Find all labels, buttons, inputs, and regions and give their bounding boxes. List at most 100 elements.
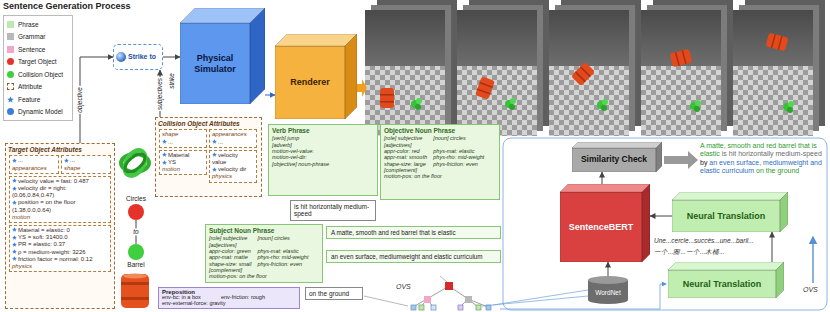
text-row: velocity dir (212, 166, 254, 173)
drawing-part (424, 296, 431, 303)
render-arrow (357, 79, 367, 97)
label-text: position = on the floor (1.38,0.0,0.64) (12, 199, 76, 212)
drawing-part (733, 0, 825, 136)
sentence-part: is hit horizontally medium-speed (722, 150, 822, 157)
text-row: Material = elastic: 0 (12, 227, 108, 234)
legend-swatch (7, 21, 14, 28)
label-text: Physical Simulator (194, 53, 236, 73)
output-arrow (664, 151, 698, 169)
translation-box: Neural Translation (672, 192, 788, 232)
label-text: phys-mat: elastic (257, 248, 298, 254)
label-text: phys-rho: mid-weight (433, 154, 484, 160)
text-row: Neural Translation (683, 279, 762, 289)
label-text: WordNet (595, 289, 621, 296)
label-text: velocity dir = right: (0.06,0.84,0.47) (12, 185, 67, 198)
feature-star (212, 167, 217, 172)
text-row: motion-pos: on the floor (384, 173, 496, 179)
drawing-part (122, 151, 148, 176)
text-row: [role] subjective (209, 235, 257, 241)
drawing-part (457, 0, 549, 136)
feature-star (12, 249, 17, 254)
label-text: shape (64, 165, 80, 171)
legend-box: PhraseGrammarSentenceTarget ObjectCollis… (3, 15, 73, 121)
drawing-part (588, 276, 628, 284)
label-text: [adverb] (272, 142, 292, 148)
attribute-box: MaterialYSmotion (159, 150, 207, 176)
label-text: phys-rho: mid-weight (257, 254, 308, 260)
connector-arrow (602, 172, 603, 184)
label-text: YS = soft: 31400.0 (18, 234, 68, 240)
text-row: phys-rho: mid-weight (433, 154, 496, 160)
sentence-part: on the ground (756, 167, 799, 174)
phrase-text-box: on the ground (305, 287, 363, 300)
feature-star (12, 200, 17, 205)
text-row: [adjectives] (209, 242, 319, 248)
label-text: [verb] jump (272, 135, 299, 141)
label-text: [role] subjective (209, 235, 247, 241)
label-text: Neural Translation (683, 279, 762, 289)
drawing-part (672, 200, 780, 232)
label-text: motion (12, 214, 30, 220)
text-row: YS (162, 159, 204, 166)
attribute-box: Material = elastic: 0YS = soft: 31400.0P… (9, 225, 111, 272)
drawing-part (440, 276, 447, 282)
label-text: is hit horizontally medium-speed (294, 203, 369, 217)
drawing-part (365, 0, 457, 136)
label-text: [objective] noun-phrase (272, 161, 329, 167)
drawing-part (642, 184, 650, 262)
legend-row: Grammar (7, 31, 69, 44)
drawing-part (180, 23, 250, 104)
drawing-part (812, 237, 813, 283)
drawing-part (670, 49, 693, 68)
drawing-part (668, 262, 784, 270)
text-row: phys-rho: mid-weight (257, 254, 319, 260)
connector-label: objective (76, 86, 83, 114)
feature-star (162, 160, 167, 165)
sentence-part: by (700, 159, 707, 166)
feature-star (12, 242, 17, 247)
label-text: appr-color: red (384, 148, 420, 154)
label-text: env-bc: in a box (162, 294, 201, 300)
label-text: Subject Noun Phrase (209, 227, 274, 234)
annotation-label: Une...cercle...succès...une...baril... (654, 237, 754, 244)
drawing-part (733, 0, 825, 136)
feature-star (64, 158, 69, 163)
text-row: shape (64, 165, 108, 172)
circles-object-image (120, 146, 150, 179)
feature-star (7, 96, 14, 102)
text-row: appr-color: red (384, 148, 433, 154)
drawing-part (588, 296, 628, 304)
label-text: Material (168, 152, 189, 158)
text-row: physics (212, 173, 254, 180)
text-row: [complement] (384, 167, 496, 173)
drawing-part (549, 0, 641, 136)
label-text: velocity value = fast: 0.487 (18, 178, 89, 184)
label-text: Material = elastic: 0 (18, 227, 70, 233)
database-cylinder: WordNet (588, 276, 628, 304)
legend-row: Feature (7, 93, 69, 106)
drawing-part (572, 142, 662, 148)
drawing-part (672, 192, 788, 200)
drawing-part (365, 0, 457, 136)
text-row: an even surface, mediumweight and elasti… (331, 253, 496, 260)
text-row: physics (12, 263, 108, 270)
text-row: shape-size: large (384, 161, 433, 167)
text-row: is hit horizontally medium-speed (294, 203, 372, 218)
renderer-cube: Renderer (275, 34, 357, 119)
target-object-circle: Circles (128, 204, 144, 220)
label-text: Renderer (290, 77, 330, 87)
drawing-part (588, 280, 628, 300)
label-text: Neural Translation (687, 211, 766, 221)
legend-row: Attribute (7, 81, 69, 94)
label-text: env-external-force: gravity (162, 300, 226, 306)
label-text: motion (162, 166, 180, 172)
text-row: [noun] circles (433, 135, 496, 141)
text-row: motion-pos: on the floor (209, 273, 319, 279)
feature-star (212, 152, 217, 157)
label-text: motion-vel-value: (272, 148, 314, 154)
label-text: appr-color: green (209, 248, 251, 254)
drawing-part (549, 0, 641, 136)
legend-row: Collision Object (7, 68, 69, 81)
model-box: SentenceBERT (560, 184, 650, 262)
